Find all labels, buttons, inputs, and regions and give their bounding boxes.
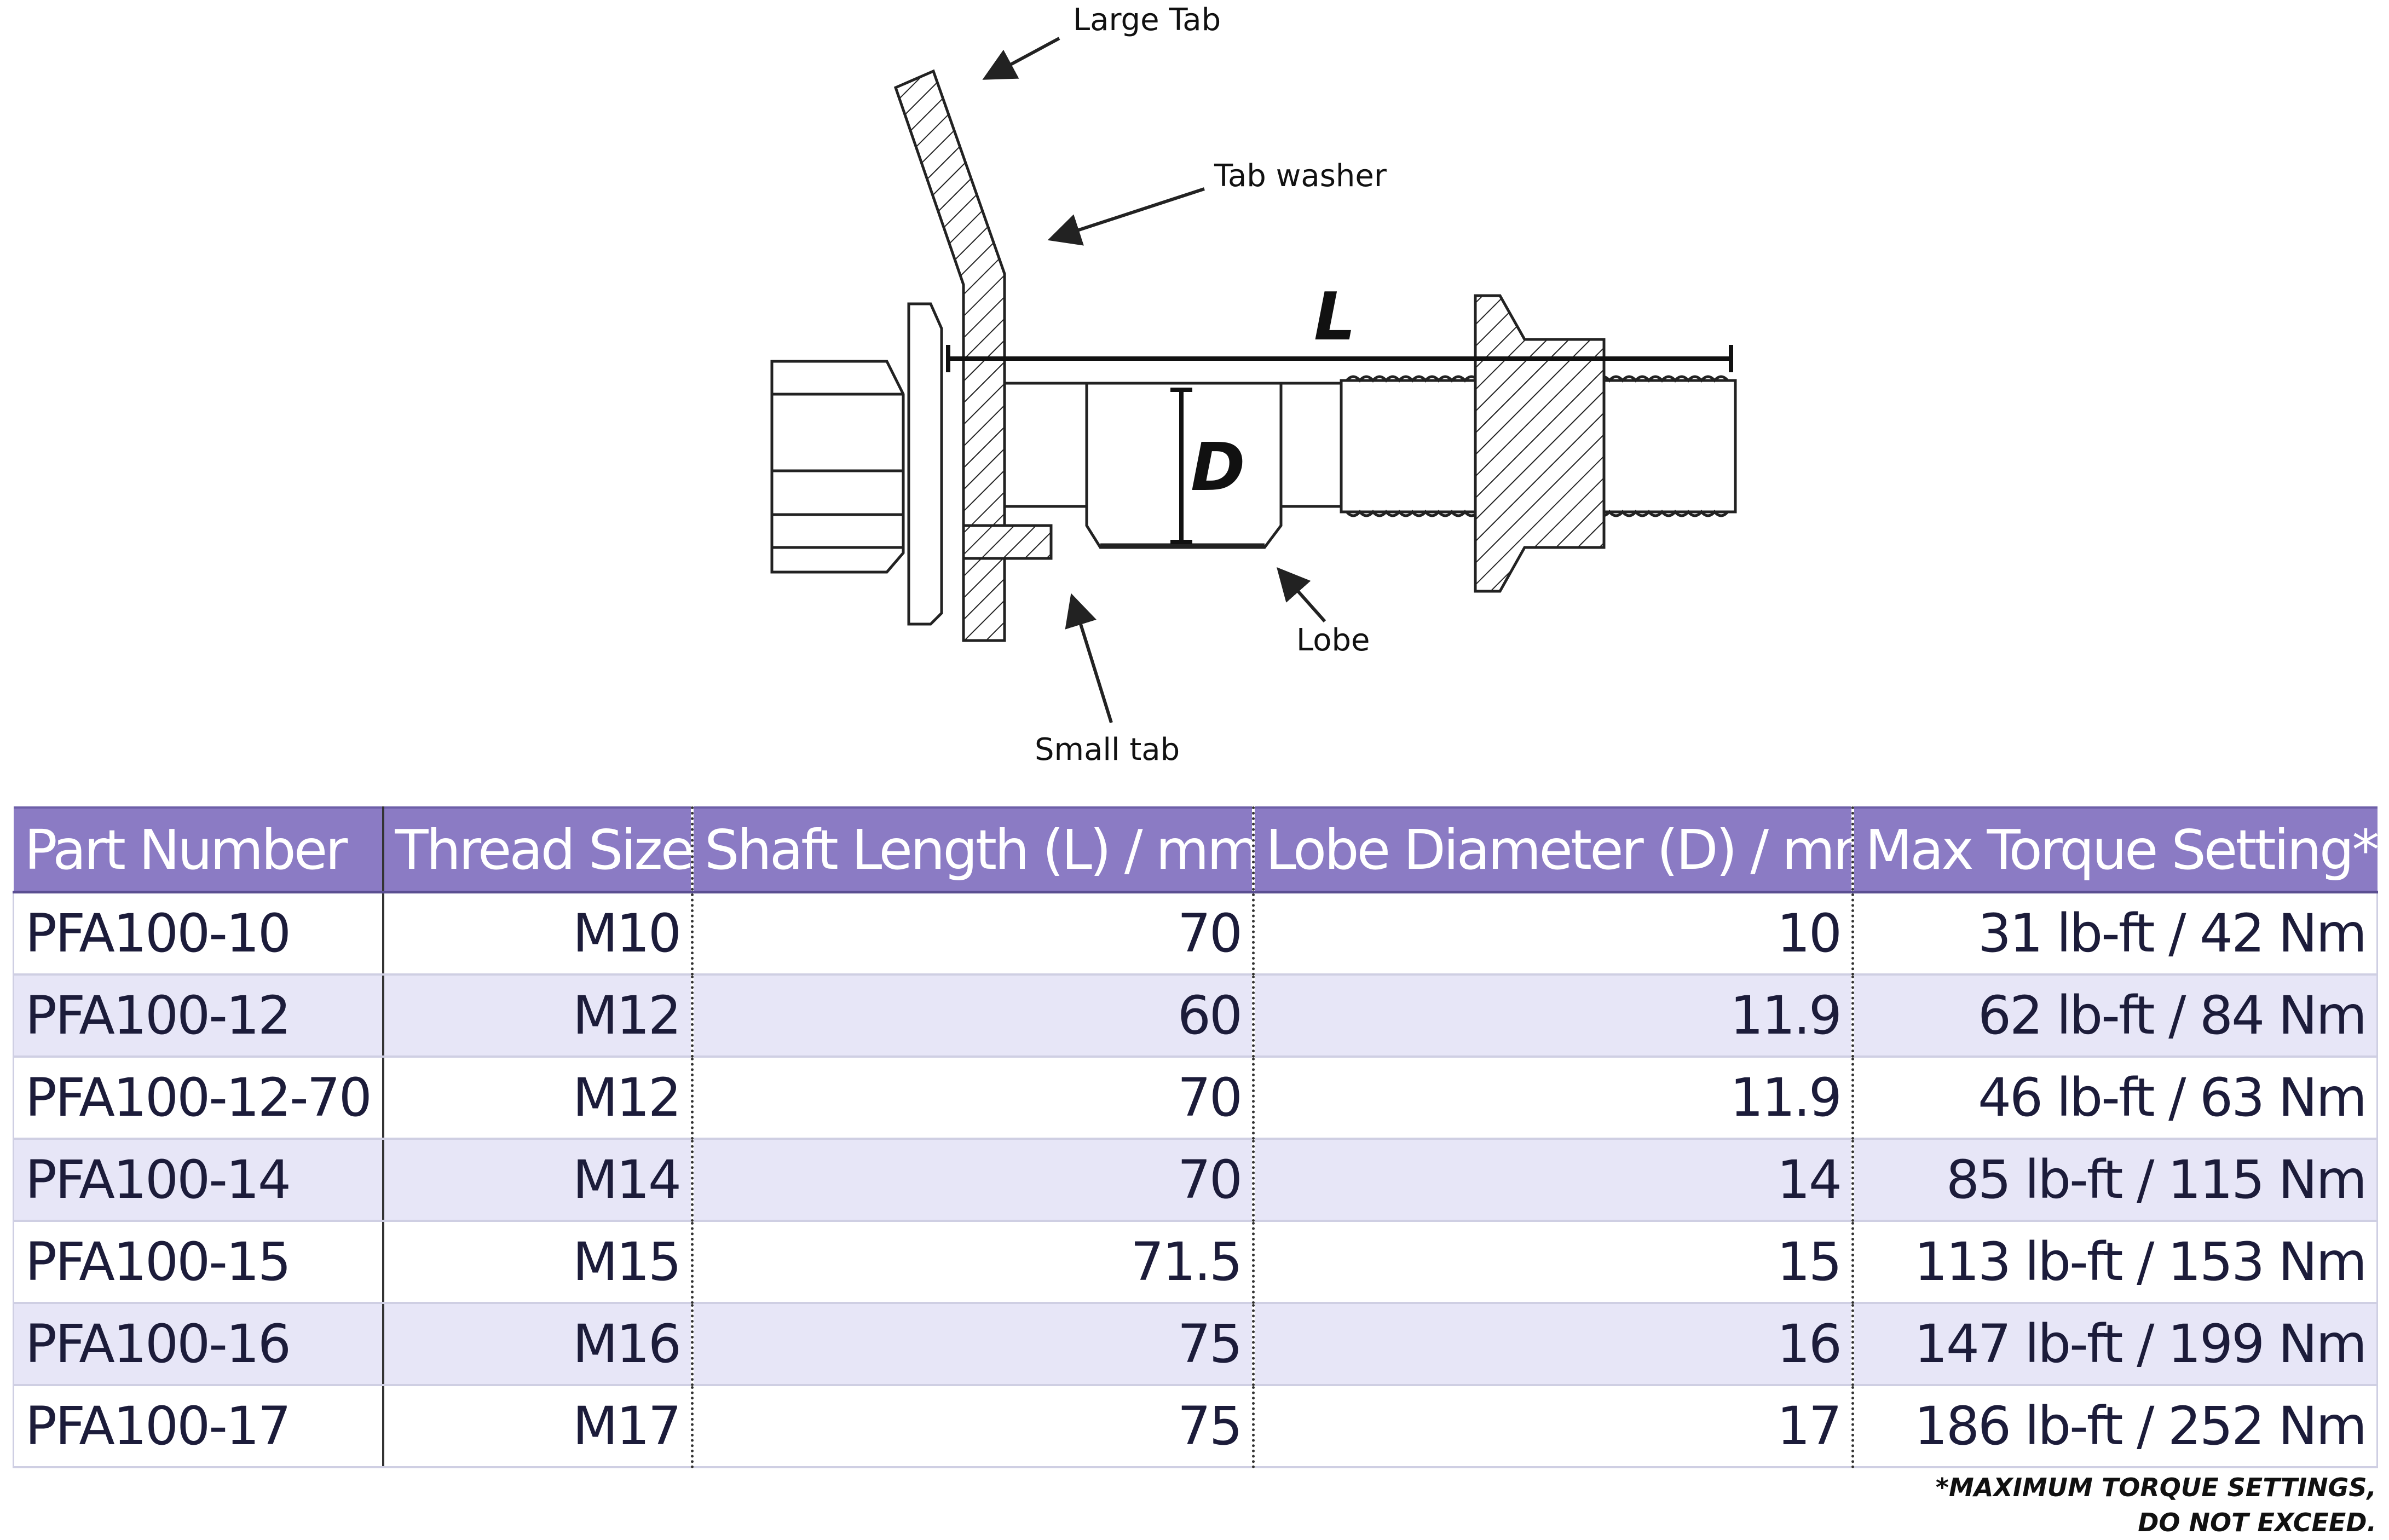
diameter-dimension (1170, 388, 1192, 544)
bolt-diagram: L D Large Tab Tab washer Lobe Small tab (770, 2, 1737, 768)
cell-lobe-diameter: 14 (1253, 1139, 1854, 1222)
cell-part-number: PFA100-12 (13, 974, 384, 1058)
length-dimension (946, 345, 1733, 372)
cell-part-number: PFA100-10 (13, 892, 384, 976)
cell-lobe-diameter: 17 (1253, 1385, 1854, 1468)
diameter-symbol: D (1191, 430, 1245, 506)
cell-part-number: PFA100-16 (13, 1303, 384, 1386)
torque-footnote: *MAXIMUM TORQUE SETTINGS, DO NOT EXCEED. (1936, 1470, 2376, 1540)
cell-max-torque: 147 lb-ft / 199 Nm (1853, 1303, 2378, 1386)
callout-arrows (982, 37, 1326, 723)
table-row: PFA100-12-70 M12 70 11.9 46 lb-ft / 63 N… (13, 1057, 2378, 1140)
cell-max-torque: 62 lb-ft / 84 Nm (1853, 974, 2378, 1058)
cell-shaft-length: 75 (692, 1385, 1255, 1468)
cell-max-torque: 186 lb-ft / 252 Nm (1853, 1385, 2378, 1468)
cell-shaft-length: 75 (692, 1303, 1255, 1386)
tab-washer-label: Tab washer (1214, 158, 1387, 194)
cell-part-number: PFA100-12-70 (13, 1057, 384, 1140)
cell-thread-size: M15 (383, 1221, 694, 1304)
cell-max-torque: 46 lb-ft / 63 Nm (1853, 1057, 2378, 1140)
cell-thread-size: M12 (383, 1057, 694, 1140)
footnote-line-1: *MAXIMUM TORQUE SETTINGS, (1935, 1473, 2376, 1502)
cell-thread-size: M16 (383, 1303, 694, 1386)
cell-max-torque: 85 lb-ft / 115 Nm (1853, 1139, 2378, 1222)
table-row: PFA100-12 M12 60 11.9 62 lb-ft / 84 Nm (13, 974, 2378, 1058)
cell-max-torque: 31 lb-ft / 42 Nm (1853, 892, 2378, 976)
cell-part-number: PFA100-17 (13, 1385, 384, 1468)
spec-table: Part Number Thread Size Shaft Length (L)… (13, 806, 2378, 1468)
cell-shaft-length: 70 (692, 892, 1255, 976)
cell-shaft-length: 70 (692, 1057, 1255, 1140)
table-row: PFA100-14 M14 70 14 85 lb-ft / 115 Nm (13, 1139, 2378, 1222)
tab-washer-shape (893, 69, 1053, 642)
cell-thread-size: M12 (383, 974, 694, 1058)
cell-lobe-diameter: 10 (1253, 892, 1854, 976)
cell-lobe-diameter: 11.9 (1253, 974, 1854, 1058)
header-shaft-length: Shaft Length (L) / mm (692, 806, 1255, 893)
header-thread-size: Thread Size (383, 806, 694, 893)
small-tab-label: Small tab (1035, 732, 1180, 768)
footnote-line-2: DO NOT EXCEED. (2138, 1508, 2376, 1537)
cell-part-number: PFA100-15 (13, 1221, 384, 1304)
table-row: PFA100-16 M16 75 16 147 lb-ft / 199 Nm (13, 1303, 2378, 1386)
cell-shaft-length: 70 (692, 1139, 1255, 1222)
cell-part-number: PFA100-14 (13, 1139, 384, 1222)
hex-bolt-head (770, 302, 943, 626)
large-tab-label: Large Tab (1073, 2, 1221, 38)
cell-thread-size: M17 (383, 1385, 694, 1468)
cell-thread-size: M10 (383, 892, 694, 976)
cell-lobe-diameter: 15 (1253, 1221, 1854, 1304)
cell-lobe-diameter: 11.9 (1253, 1057, 1854, 1140)
header-part-number: Part Number (13, 806, 384, 893)
table-row: PFA100-15 M15 71.5 15 113 lb-ft / 153 Nm (13, 1221, 2378, 1304)
lobe-label: Lobe (1296, 622, 1370, 658)
header-max-torque: Max Torque Setting* (1853, 806, 2378, 893)
table-row: PFA100-10 M10 70 10 31 lb-ft / 42 Nm (13, 892, 2378, 976)
nut (1474, 294, 1606, 593)
cell-thread-size: M14 (383, 1139, 694, 1222)
table-row: PFA100-17 M17 75 17 186 lb-ft / 252 Nm (13, 1385, 2378, 1468)
cell-max-torque: 113 lb-ft / 153 Nm (1853, 1221, 2378, 1304)
cell-shaft-length: 71.5 (692, 1221, 1255, 1304)
length-symbol: L (1314, 279, 1355, 355)
cell-shaft-length: 60 (692, 974, 1255, 1058)
header-row: Part Number Thread Size Shaft Length (L)… (13, 806, 2378, 893)
header-lobe-diameter: Lobe Diameter (D) / mm (1253, 806, 1854, 893)
cell-lobe-diameter: 16 (1253, 1303, 1854, 1386)
